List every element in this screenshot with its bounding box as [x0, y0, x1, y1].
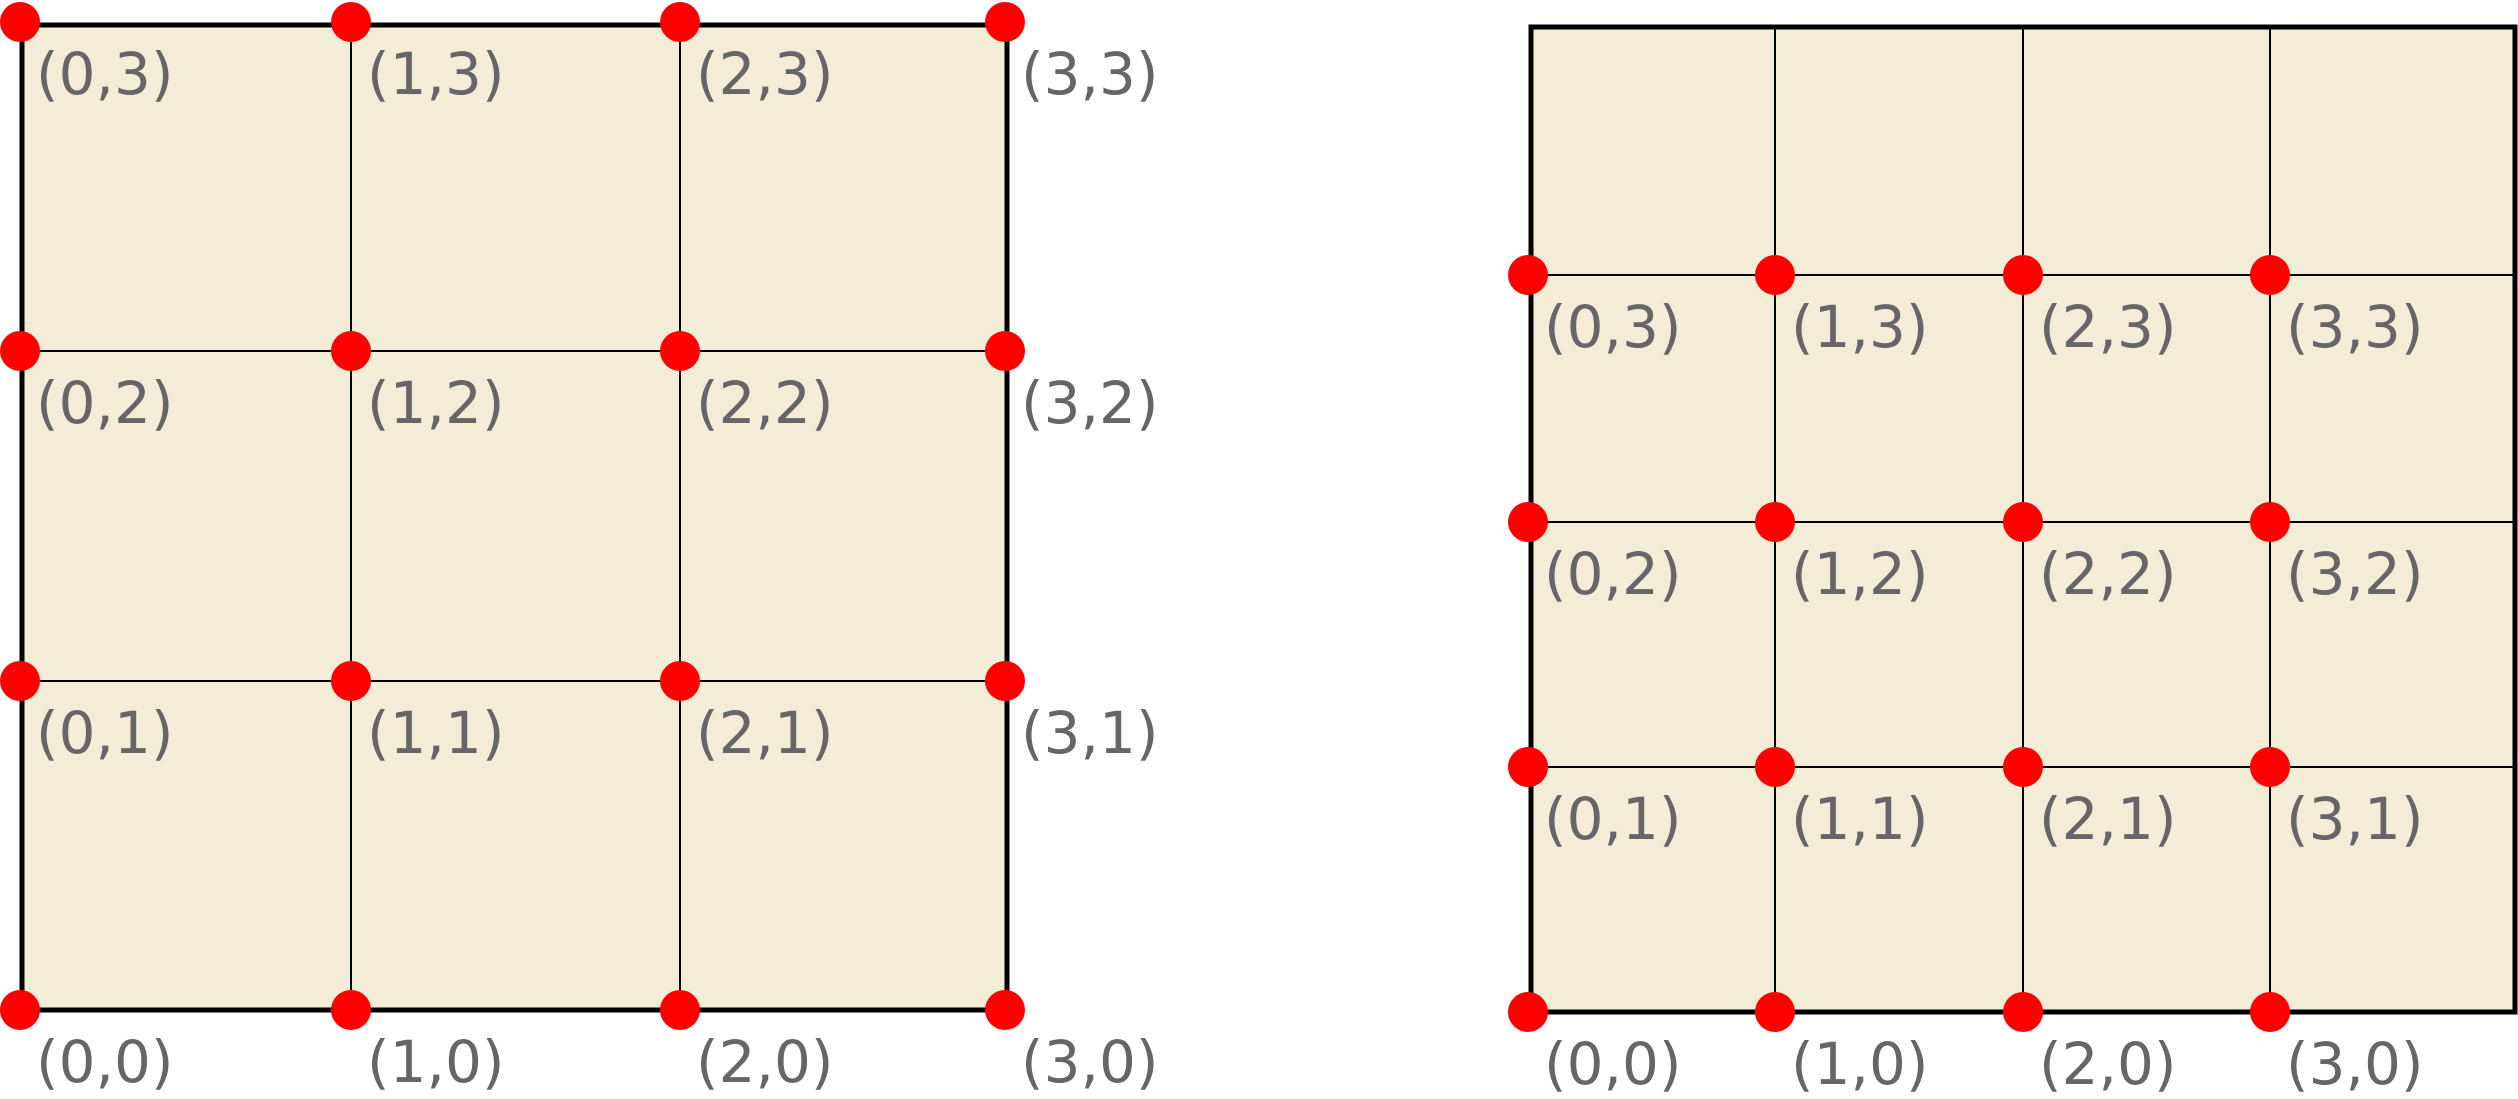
grid-node	[985, 331, 1025, 371]
node-label: (2,1)	[2039, 785, 2177, 853]
node-label: (1,1)	[1791, 785, 1929, 853]
node-label: (1,2)	[367, 369, 505, 437]
node-label: (0,3)	[36, 40, 174, 108]
grid-node	[1755, 502, 1795, 542]
node-label: (0,1)	[1544, 785, 1682, 853]
node-label: (3,2)	[1021, 369, 1159, 437]
grid-node	[1508, 502, 1548, 542]
node-label: (0,0)	[1544, 1030, 1682, 1098]
grid-node	[1508, 747, 1548, 787]
grid-node	[2003, 502, 2043, 542]
grid-node	[331, 331, 371, 371]
node-label: (3,1)	[2286, 785, 2424, 853]
node-label: (3,0)	[2286, 1030, 2424, 1098]
grid-node	[1755, 255, 1795, 295]
grid-node	[331, 661, 371, 701]
grid-node	[2250, 747, 2290, 787]
node-label: (1,1)	[367, 699, 505, 767]
grid-node	[660, 661, 700, 701]
grid-node	[331, 990, 371, 1030]
node-label: (2,3)	[696, 40, 834, 108]
diagram-left: (0,0) (1,0) (2,0) (3,0) (0,1) (1,1) (2,1) (3,1)…	[0, 2, 1159, 1096]
grid-node	[660, 990, 700, 1030]
diagram-right: (0,0) (1,0) (2,0) (3,0) (0,1) (1,1) (2,1) (3,1)…	[1508, 24, 2518, 1098]
grid-node	[2250, 992, 2290, 1032]
grid-node	[0, 2, 40, 42]
grid-node	[1755, 747, 1795, 787]
node-label: (0,0)	[36, 1028, 174, 1096]
grid-node	[985, 2, 1025, 42]
node-label: (3,0)	[1021, 1028, 1159, 1096]
grid-node	[2003, 747, 2043, 787]
grid-node	[0, 331, 40, 371]
node-label: (3,3)	[1021, 40, 1159, 108]
node-label: (2,2)	[2039, 540, 2177, 608]
grid-node	[1508, 255, 1548, 295]
node-label: (1,2)	[1791, 540, 1929, 608]
grid-node	[1755, 992, 1795, 1032]
grid-node	[0, 990, 40, 1030]
node-label: (1,0)	[367, 1028, 505, 1096]
grid-node	[660, 331, 700, 371]
node-label: (0,3)	[1544, 293, 1682, 361]
node-label: (3,1)	[1021, 699, 1159, 767]
node-label: (2,1)	[696, 699, 834, 767]
grid-node	[660, 2, 700, 42]
grid-node	[1508, 992, 1548, 1032]
grid-panel-left	[22, 25, 1007, 1010]
grid-node	[2250, 502, 2290, 542]
node-label: (0,1)	[36, 699, 174, 767]
grid-node	[985, 661, 1025, 701]
node-label: (1,3)	[367, 40, 505, 108]
node-label: (2,2)	[696, 369, 834, 437]
grid-node	[985, 990, 1025, 1030]
grid-node	[2003, 992, 2043, 1032]
node-label: (1,0)	[1791, 1030, 1929, 1098]
node-label: (2,0)	[2039, 1030, 2177, 1098]
grid-node	[2003, 255, 2043, 295]
node-label: (2,0)	[696, 1028, 834, 1096]
node-label: (0,2)	[36, 369, 174, 437]
grid-node	[2250, 255, 2290, 295]
node-label: (2,3)	[2039, 293, 2177, 361]
node-label: (0,2)	[1544, 540, 1682, 608]
grid-node	[0, 661, 40, 701]
node-label: (1,3)	[1791, 293, 1929, 361]
node-label: (3,2)	[2286, 540, 2424, 608]
grid-frame-left	[19, 22, 1010, 1013]
node-label: (3,3)	[2286, 293, 2424, 361]
grid-node	[331, 2, 371, 42]
